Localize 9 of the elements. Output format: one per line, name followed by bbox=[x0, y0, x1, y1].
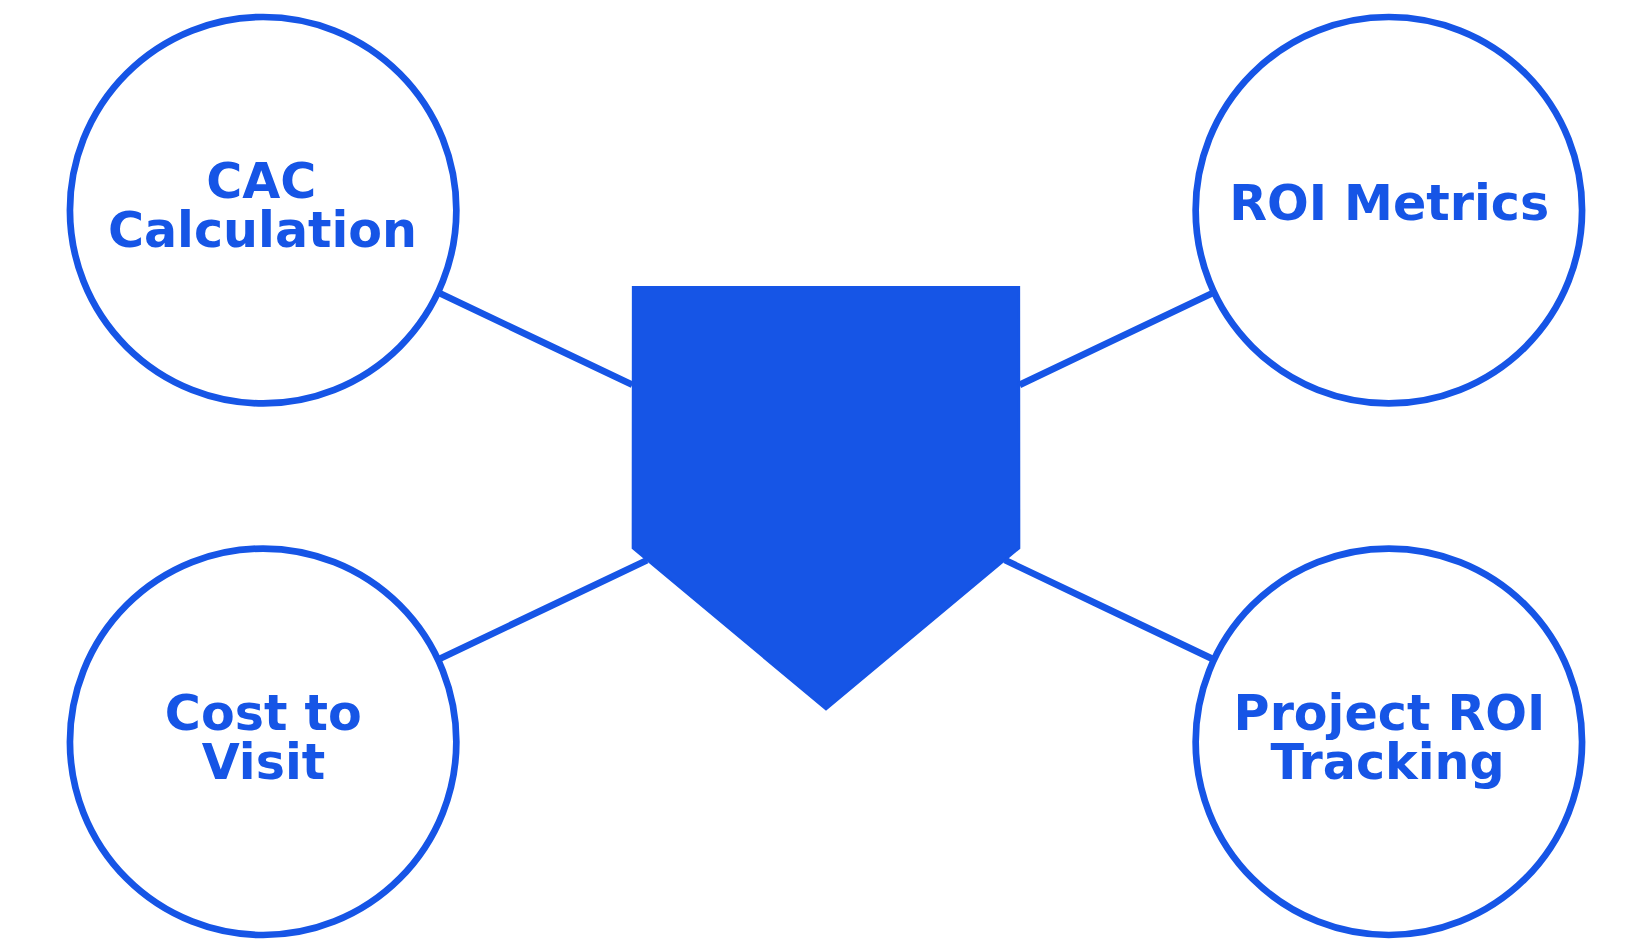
connector bbox=[436, 557, 649, 663]
node-shield bbox=[631, 286, 1021, 711]
connector bbox=[436, 289, 634, 388]
node-circle: Cost to Visit bbox=[66, 545, 460, 939]
node-circle: CAC Calculation bbox=[66, 13, 460, 407]
connector bbox=[1003, 557, 1216, 663]
node-circle: ROI Metrics bbox=[1192, 13, 1586, 407]
node-circle: Project ROI Tracking bbox=[1192, 545, 1586, 939]
connector bbox=[1018, 289, 1215, 388]
